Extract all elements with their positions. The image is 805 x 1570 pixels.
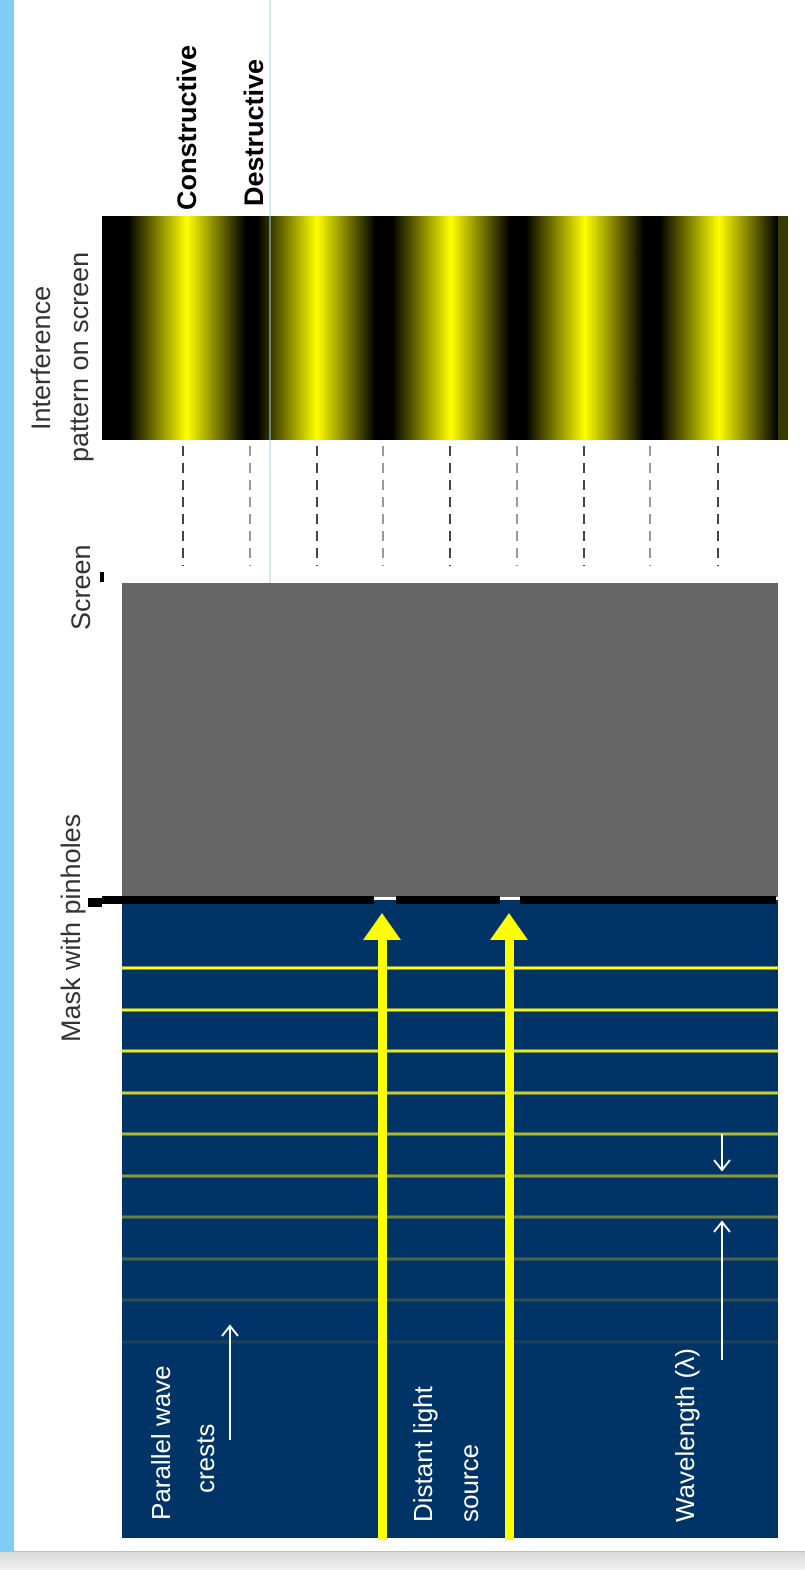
gap-region [122, 583, 778, 897]
fringe-set [128, 216, 788, 440]
beam-1 [378, 940, 387, 1540]
constructive-label: Constructive [172, 45, 202, 210]
interference-label-line2: pattern on screen [64, 252, 94, 462]
wavelength-label: Wavelength (λ) [670, 1348, 700, 1522]
beam-2 [505, 940, 514, 1540]
parallel-crests-label-line1: Parallel wave [146, 1365, 176, 1520]
arrow-icon [221, 1324, 239, 1440]
wave-crests [122, 966, 778, 1344]
fringe-edge [778, 216, 788, 440]
arrow-up-icon [490, 913, 528, 940]
bright-fringe-3 [392, 216, 510, 440]
bright-fringe-2 [258, 216, 376, 440]
double-arrow-icon [713, 1134, 731, 1360]
screen-tick [100, 572, 104, 582]
mask [88, 896, 776, 907]
light-source-label-line2: source [454, 1444, 484, 1522]
arrow-up-icon [363, 913, 401, 940]
bright-fringe-1 [128, 216, 246, 440]
light-source-label-line1: Distant light [408, 1385, 438, 1522]
screen-label: Screen [66, 544, 96, 630]
interference-label-line1: Interference [26, 286, 56, 430]
destructive-label: Destructive [239, 59, 269, 206]
parallel-crests-label-line2: crests [190, 1424, 220, 1493]
window-frame-left [0, 0, 14, 1569]
wave-region [122, 900, 778, 1538]
light-beams [363, 913, 528, 1540]
mask-label: Mask with pinholes [56, 814, 86, 1042]
window-frame-bottom [0, 1551, 805, 1570]
bright-fringe-5 [660, 216, 778, 440]
dashed-connectors [182, 446, 719, 566]
bright-fringe-4 [526, 216, 644, 440]
